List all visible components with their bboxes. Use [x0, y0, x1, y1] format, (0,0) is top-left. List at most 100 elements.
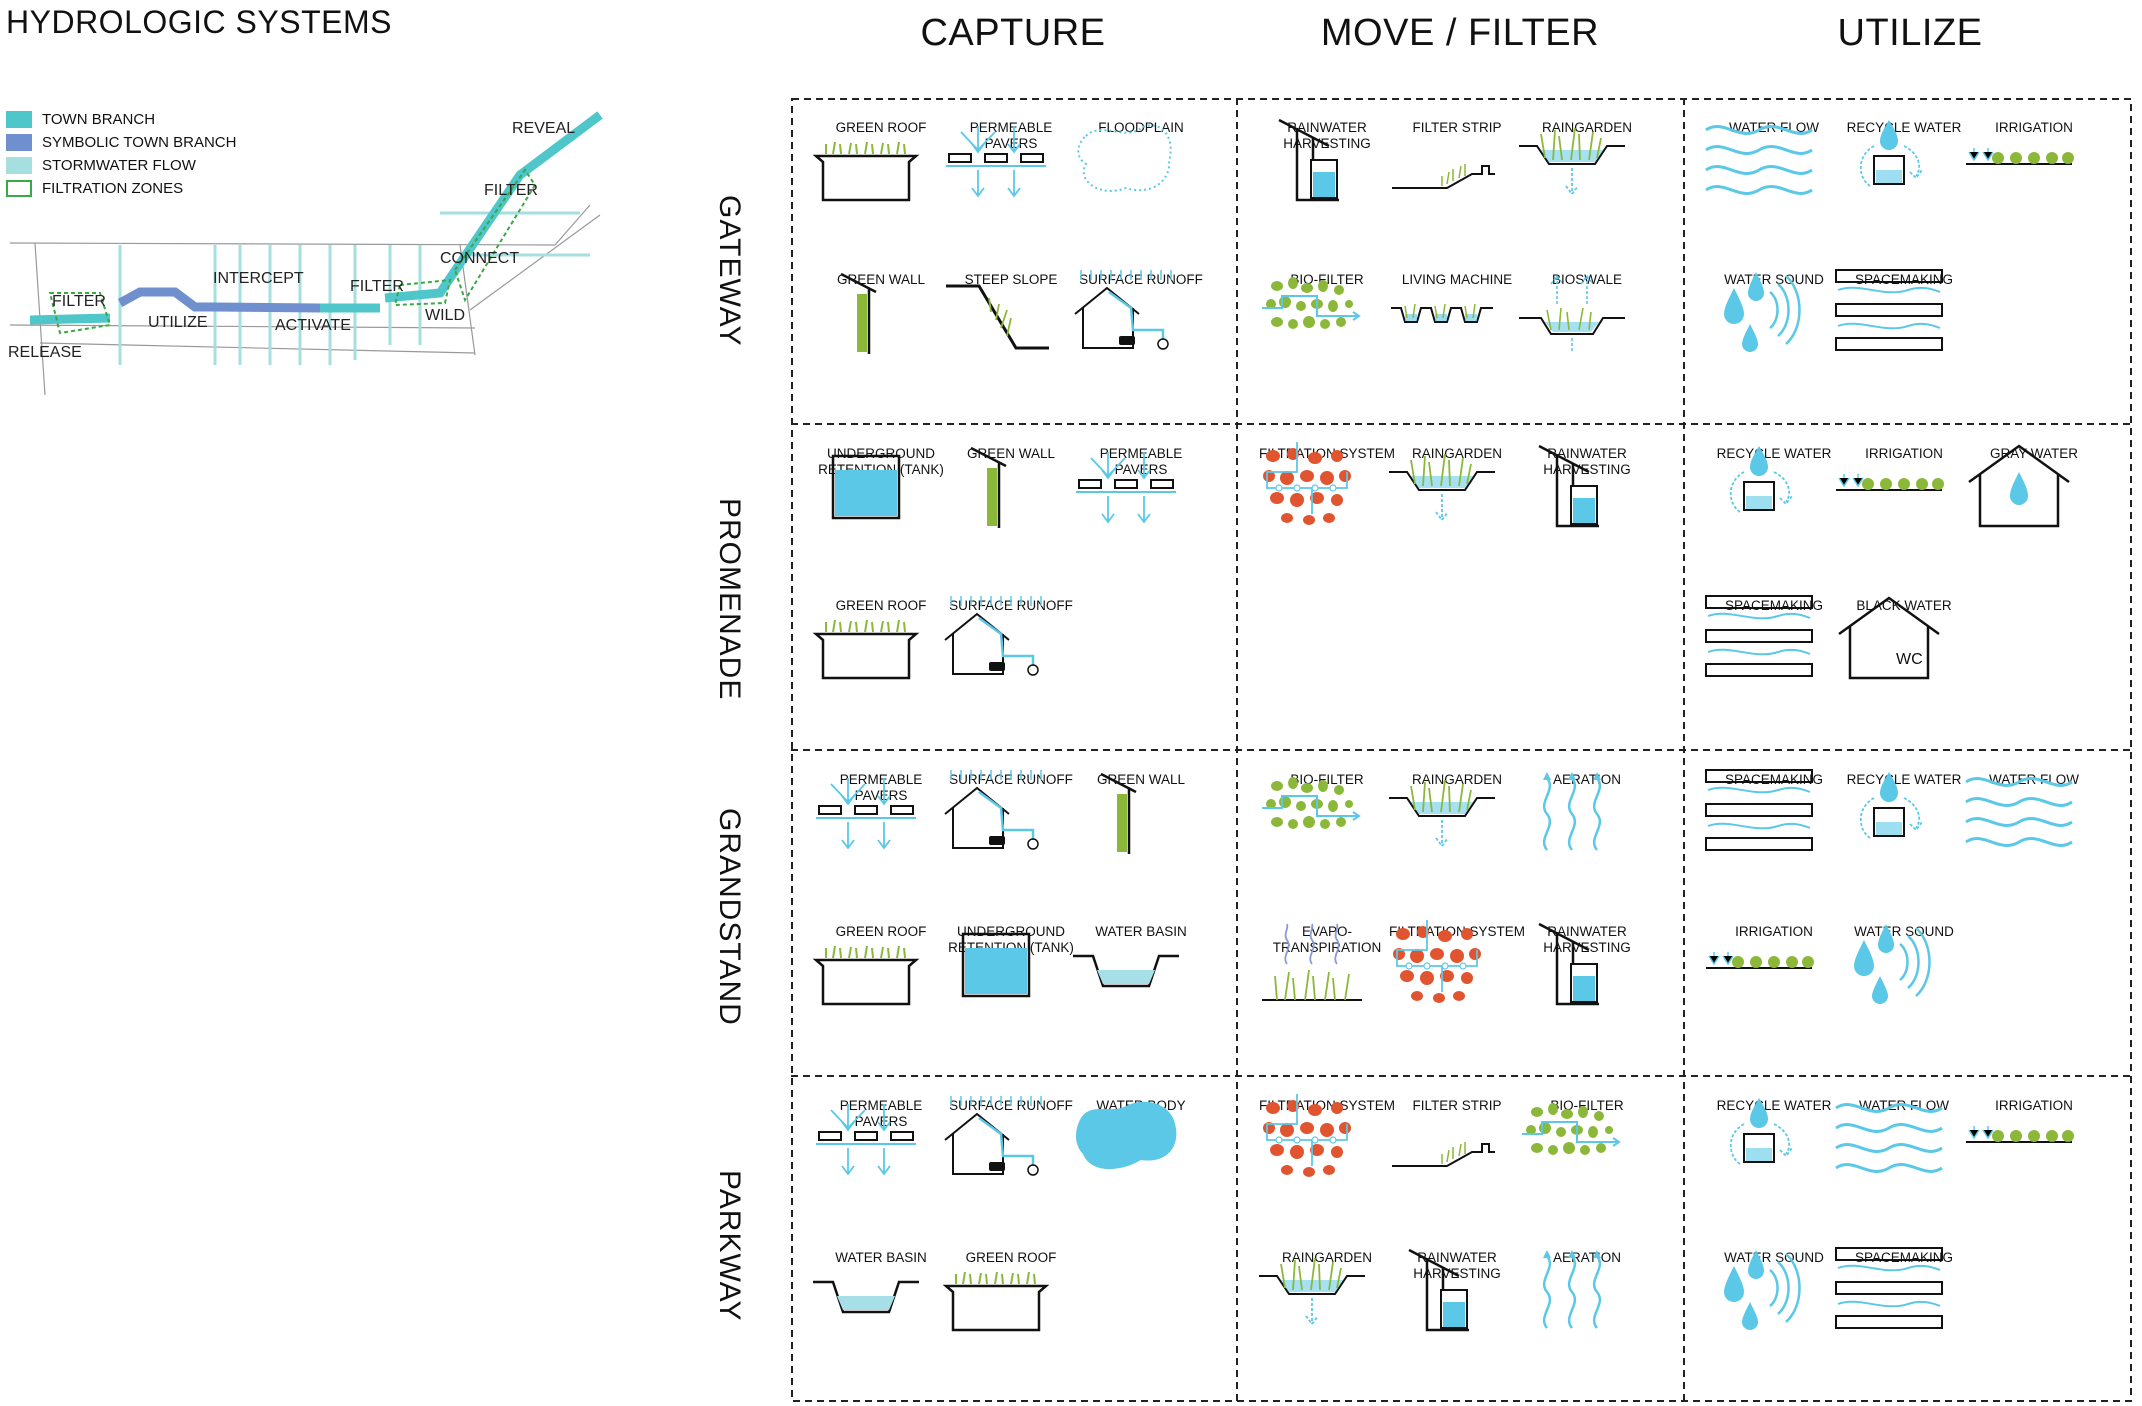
parkway-utilize-item: WATER SOUND	[1704, 1246, 1844, 1330]
black-water-icon: WC	[1838, 596, 1940, 680]
parkway-move-item: RAINGARDEN	[1257, 1246, 1397, 1326]
item-label: RAINWATER HARVESTING	[1543, 924, 1631, 955]
map-label-utilize: UTILIZE	[148, 314, 208, 331]
legend-swatch-filtration-zones	[6, 180, 32, 197]
promenade-move-item: RAINGARDEN	[1387, 442, 1527, 522]
row-header-parkway: PARKWAY	[713, 1170, 746, 1322]
raingarden-icon	[1259, 1257, 1365, 1326]
promenade-utilize-item: RECYCLE WATER	[1704, 442, 1844, 513]
item-label: AERATION	[1552, 1250, 1621, 1265]
row-header-promenade: PROMENADE	[713, 498, 746, 701]
green-roof-icon	[812, 945, 920, 1006]
bio-filter-icon	[1262, 277, 1361, 329]
parkway-move-item: FILTER STRIP	[1387, 1094, 1527, 1167]
grandstand-move-item: FILTRATION SYSTEM	[1387, 920, 1527, 1003]
rainwater-harvesting-icon	[1538, 922, 1599, 1006]
rainwater-harvesting-icon	[1408, 1248, 1469, 1332]
green-roof-icon	[942, 1271, 1050, 1332]
gateway-move-item: FILTER STRIP	[1387, 116, 1527, 189]
map-label-intercept: INTERCEPT	[213, 270, 304, 287]
parkway-move-item: AERATION	[1517, 1246, 1657, 1329]
grandstand-move-item: EVAPO- TRANSPIRATION	[1257, 920, 1397, 1001]
map-label-wild: WILD	[425, 307, 465, 324]
map-label-release: RELEASE	[8, 344, 82, 361]
irrigation-icon	[1966, 1126, 2074, 1143]
legend-item-symbolic-town-branch: SYMBOLIC TOWN BRANCH	[6, 131, 236, 154]
gateway-utilize-item: SPACEMAKING	[1834, 268, 1974, 351]
promenade-utilize-item: GRAY WATER	[1964, 442, 2104, 528]
permeable-pavers-icon	[816, 1104, 916, 1176]
parkway-move-item: RAINWATER HARVESTING	[1387, 1246, 1527, 1332]
parkway-utilize-item: IRRIGATION	[1964, 1094, 2104, 1143]
legend: TOWN BRANCH SYMBOLIC TOWN BRANCH STORMWA…	[6, 108, 236, 200]
grandstand-move-item: RAINGARDEN	[1387, 768, 1527, 848]
grandstand-move-item: AERATION	[1517, 768, 1657, 851]
column-header-move-filter: MOVE / FILTER	[1320, 12, 1600, 54]
filter-strip-icon	[1392, 1142, 1495, 1167]
irrigation-icon	[1706, 952, 1814, 969]
water-sound-icon	[1724, 1250, 1801, 1330]
grandstand-utilize-item: RECYCLE WATER	[1834, 768, 1974, 839]
bio-filter-icon	[1262, 777, 1361, 829]
map-label-filter-mid: FILTER	[350, 278, 404, 295]
legend-item-stormwater-flow: STORMWATER FLOW	[6, 154, 236, 177]
item-label: IRRIGATION	[1735, 924, 1813, 939]
legend-label: FILTRATION ZONES	[42, 180, 184, 197]
parkway-utilize-item: SPACEMAKING	[1834, 1246, 1974, 1329]
bio-filter-icon	[1522, 1103, 1621, 1155]
spacemaking-icon	[1705, 769, 1813, 851]
item-label: RAINWATER HARVESTING	[1543, 446, 1631, 477]
parkway-move-item: BIO-FILTER	[1517, 1094, 1657, 1155]
legend-label: TOWN BRANCH	[42, 111, 156, 128]
water-sound-icon	[1854, 924, 1931, 1004]
promenade-utilize-item: SPACEMAKING	[1704, 594, 1844, 677]
gateway-capture-item: STEEP SLOPE	[941, 268, 1081, 350]
water-basin-icon	[1073, 954, 1179, 988]
legend-label: STORMWATER FLOW	[42, 157, 196, 174]
water-sound-icon	[1724, 272, 1801, 352]
grandstand-capture-item: GREEN WALL	[1071, 768, 1211, 854]
grandstand-utilize-item: IRRIGATION	[1704, 920, 1844, 969]
legend-label: SYMBOLIC TOWN BRANCH	[42, 134, 237, 151]
promenade-capture-item: PERMEABLE PAVERS	[1071, 442, 1211, 524]
green-wall-icon	[840, 272, 877, 354]
column-header-utilize: UTILIZE	[1837, 12, 1983, 54]
evapotranspiration-icon	[1262, 923, 1362, 1001]
item-label: LIVING MACHINE	[1401, 272, 1513, 287]
floodplain-icon	[1077, 124, 1172, 192]
item-label: STEEP SLOPE	[964, 272, 1058, 287]
water-flow-icon	[1835, 1103, 1943, 1173]
filtration-system-icon	[1393, 920, 1481, 1003]
irrigation-icon	[1966, 148, 2074, 165]
column-header-capture: CAPTURE	[920, 12, 1106, 54]
item-label: GREEN ROOF	[835, 924, 927, 939]
gateway-capture-item: PERMEABLE PAVERS	[941, 116, 1081, 198]
parkway-capture-item: PERMEABLE PAVERS	[811, 1094, 951, 1176]
permeable-pavers-icon	[1076, 452, 1176, 524]
item-label: SPACEMAKING	[1854, 1250, 1954, 1265]
map-roads	[9, 204, 601, 395]
spacemaking-icon	[1705, 595, 1813, 677]
item-label: PERMEABLE PAVERS	[969, 120, 1053, 151]
gateway-capture-item: FLOODPLAIN	[1071, 116, 1211, 192]
map-label-filter-top: FILTER	[484, 182, 538, 199]
grandstand-capture-item: SURFACE RUNOFF	[941, 768, 1081, 850]
grandstand-utilize-item: WATER SOUND	[1834, 920, 1974, 1004]
recycle-water-icon	[1859, 120, 1923, 187]
filtration-system-icon	[1263, 442, 1351, 525]
gateway-capture-item: SURFACE RUNOFF	[1071, 268, 1211, 350]
legend-item-town-branch: TOWN BRANCH	[6, 108, 236, 131]
parkway-utilize-item: WATER FLOW	[1834, 1094, 1974, 1173]
promenade-capture-item: SURFACE RUNOFF	[941, 594, 1081, 676]
bioswale-icon	[1519, 274, 1625, 352]
promenade-move-item: RAINWATER HARVESTING	[1517, 442, 1657, 528]
gray-water-icon	[1968, 444, 2070, 528]
gateway-utilize-item: WATER FLOW	[1704, 116, 1844, 195]
rainwater-harvesting-icon	[1538, 444, 1599, 528]
filtration-zones	[48, 168, 537, 335]
legend-item-filtration-zones: FILTRATION ZONES	[6, 177, 236, 200]
site-map: REVEAL FILTER CONNECT INTERCEPT FILTER F…	[8, 111, 603, 395]
legend-swatch-town-branch	[6, 111, 32, 128]
item-label: RAINWATER HARVESTING	[1413, 1250, 1501, 1281]
item-label: RAINWATER HARVESTING	[1283, 120, 1371, 151]
